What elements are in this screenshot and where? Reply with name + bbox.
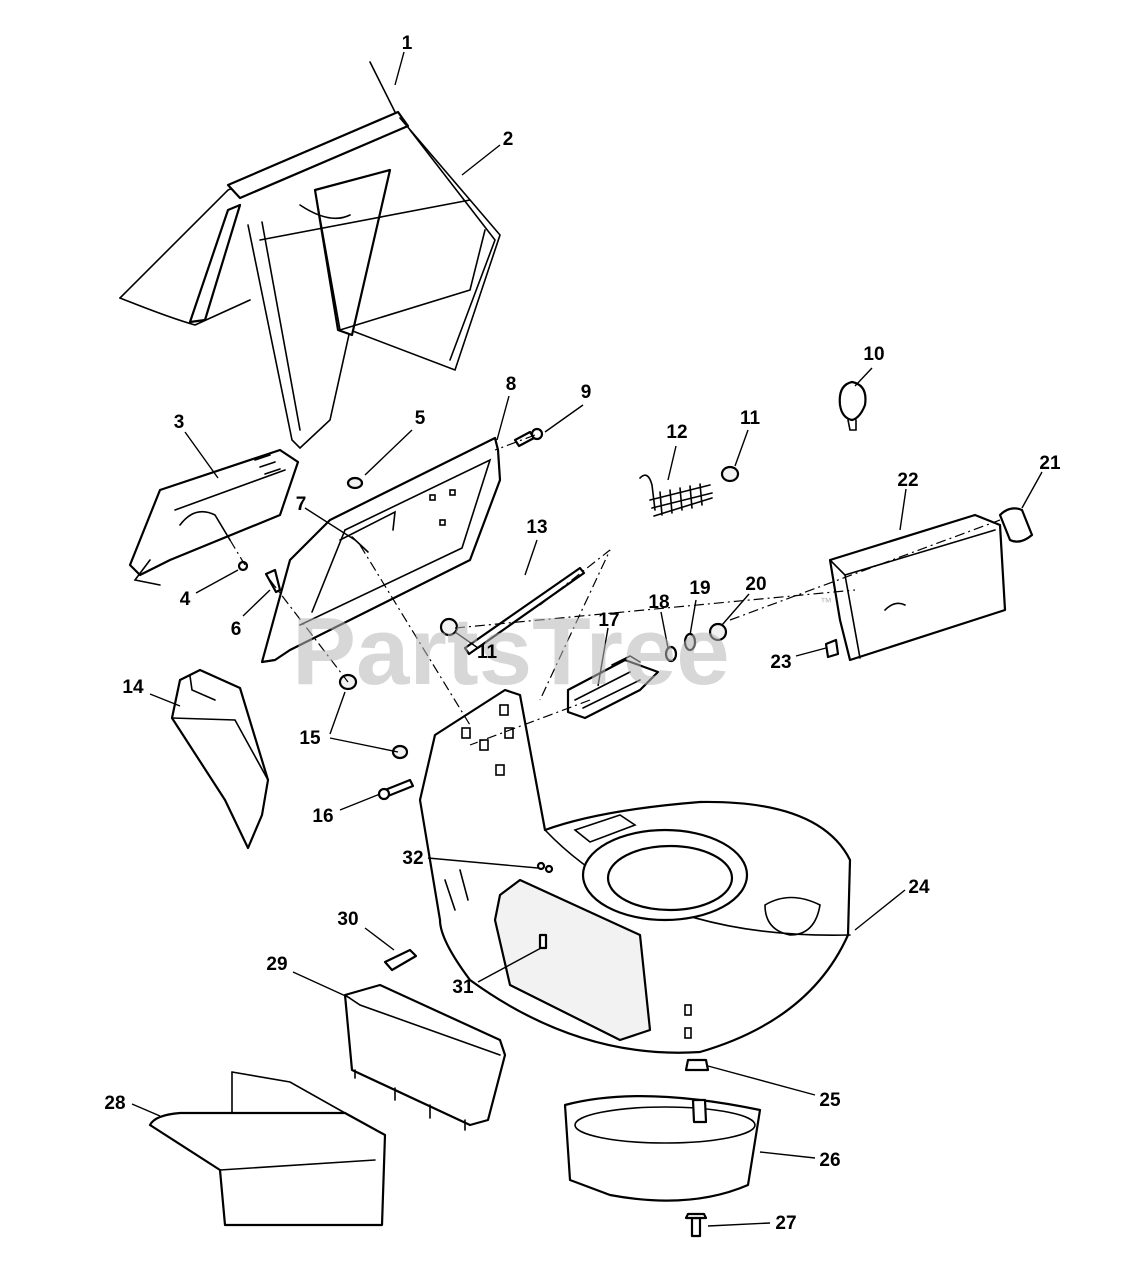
- callout-6: 6: [231, 619, 242, 640]
- bolt-6: [264, 568, 282, 594]
- callout-21: 21: [1039, 453, 1061, 474]
- callout-2: 2: [503, 129, 514, 150]
- callout-28: 28: [104, 1093, 125, 1114]
- rear-door: [260, 436, 502, 664]
- nut-11-lower: [439, 617, 459, 637]
- nut-11-upper: [720, 465, 740, 483]
- assembly-lines: [229, 434, 1001, 746]
- callout-11-lower: 11: [477, 642, 498, 663]
- callout-1: 1: [402, 33, 413, 54]
- nut-20: [708, 622, 728, 642]
- callout-10: 10: [863, 344, 884, 365]
- callout-7: 7: [296, 494, 307, 515]
- callout-22: 22: [897, 470, 918, 491]
- deck-housing-24: [418, 688, 852, 1054]
- callout-12: 12: [666, 422, 687, 443]
- spring-12: [639, 474, 713, 517]
- callout-8: 8: [506, 374, 517, 395]
- lower-cup-26: [563, 1095, 762, 1202]
- callout-15: 15: [299, 728, 321, 749]
- end-cap-21: [998, 507, 1034, 543]
- callout-9: 9: [581, 382, 592, 403]
- leader-lines: [131, 51, 1043, 1227]
- clip-10: [838, 380, 867, 431]
- callout-14: 14: [122, 677, 144, 698]
- callout-19: 19: [689, 578, 710, 599]
- callout-26: 26: [819, 1150, 840, 1171]
- grass-bag-frame: [119, 61, 501, 450]
- nut-25: [684, 1058, 710, 1072]
- callouts: 1 2 3 4 5 6 7 8 9 10 11 11 12 13 14 15 1…: [104, 33, 1061, 1234]
- clip-30: [383, 948, 418, 972]
- bolt-27: [684, 1212, 708, 1238]
- watermark: PartsTree: [292, 598, 730, 705]
- screw-32: [536, 861, 554, 874]
- bolt-16: [377, 778, 415, 801]
- callout-20: 20: [745, 574, 766, 595]
- callout-31: 31: [452, 977, 474, 998]
- side-cover-14: [170, 668, 270, 850]
- callout-13: 13: [526, 517, 547, 538]
- hinge-bracket: [128, 448, 300, 586]
- bushing-5: [346, 476, 364, 490]
- callout-24: 24: [908, 877, 930, 898]
- front-cover-29: [343, 983, 507, 1131]
- callout-11-upper: 11: [740, 408, 761, 429]
- callout-16: 16: [312, 806, 333, 827]
- callout-18: 18: [648, 592, 669, 613]
- plug-23: [824, 638, 840, 659]
- latch-17: [566, 655, 660, 720]
- screw-4: [237, 560, 249, 572]
- callout-25: 25: [819, 1090, 841, 1111]
- callout-5: 5: [415, 408, 426, 429]
- washer-15: [391, 744, 409, 760]
- callout-17: 17: [598, 610, 619, 631]
- watermark-trademark: ™: [820, 595, 832, 609]
- callout-3: 3: [174, 412, 185, 433]
- callout-4: 4: [180, 589, 191, 610]
- screw-31: [538, 933, 548, 950]
- rod-13: [463, 566, 586, 656]
- bolt-9: [513, 427, 544, 448]
- callout-29: 29: [266, 954, 287, 975]
- discharge-chute-28: [148, 1071, 387, 1227]
- callout-23: 23: [770, 652, 791, 673]
- callout-32: 32: [402, 848, 423, 869]
- handle-cover-22: [828, 513, 1007, 662]
- callout-30: 30: [337, 909, 358, 930]
- callout-27: 27: [775, 1213, 796, 1234]
- washer-18: [664, 645, 678, 663]
